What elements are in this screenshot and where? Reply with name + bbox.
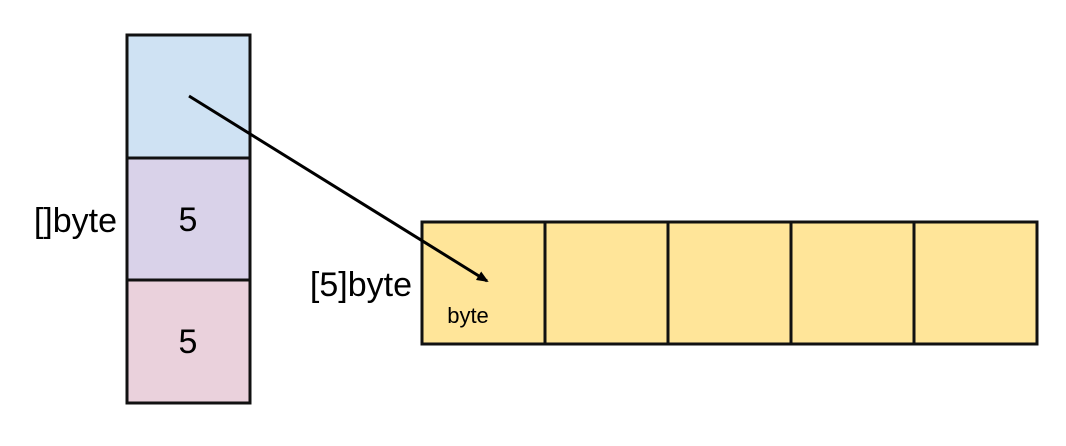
slice-length-cell bbox=[125, 156, 252, 282]
backing-array bbox=[420, 220, 1039, 346]
pointer-arrow bbox=[188, 94, 489, 283]
array-type-label: [5]byte bbox=[310, 266, 412, 304]
slice-capacity-cell bbox=[125, 278, 252, 405]
array-element-label: byte bbox=[447, 303, 489, 328]
array-element-cell-0 bbox=[420, 220, 547, 346]
slice-pointer-cell bbox=[125, 33, 252, 160]
array-element-cell-3 bbox=[789, 220, 916, 346]
slice-type-label: []byte bbox=[34, 202, 117, 240]
array-element-cell-2 bbox=[666, 220, 793, 346]
slice-header: 5 5 bbox=[125, 33, 252, 405]
array-element-cell-4 bbox=[912, 220, 1039, 346]
array-element-cell-1 bbox=[543, 220, 670, 346]
slice-length-value: 5 bbox=[179, 201, 198, 239]
slice-capacity-value: 5 bbox=[179, 323, 198, 361]
